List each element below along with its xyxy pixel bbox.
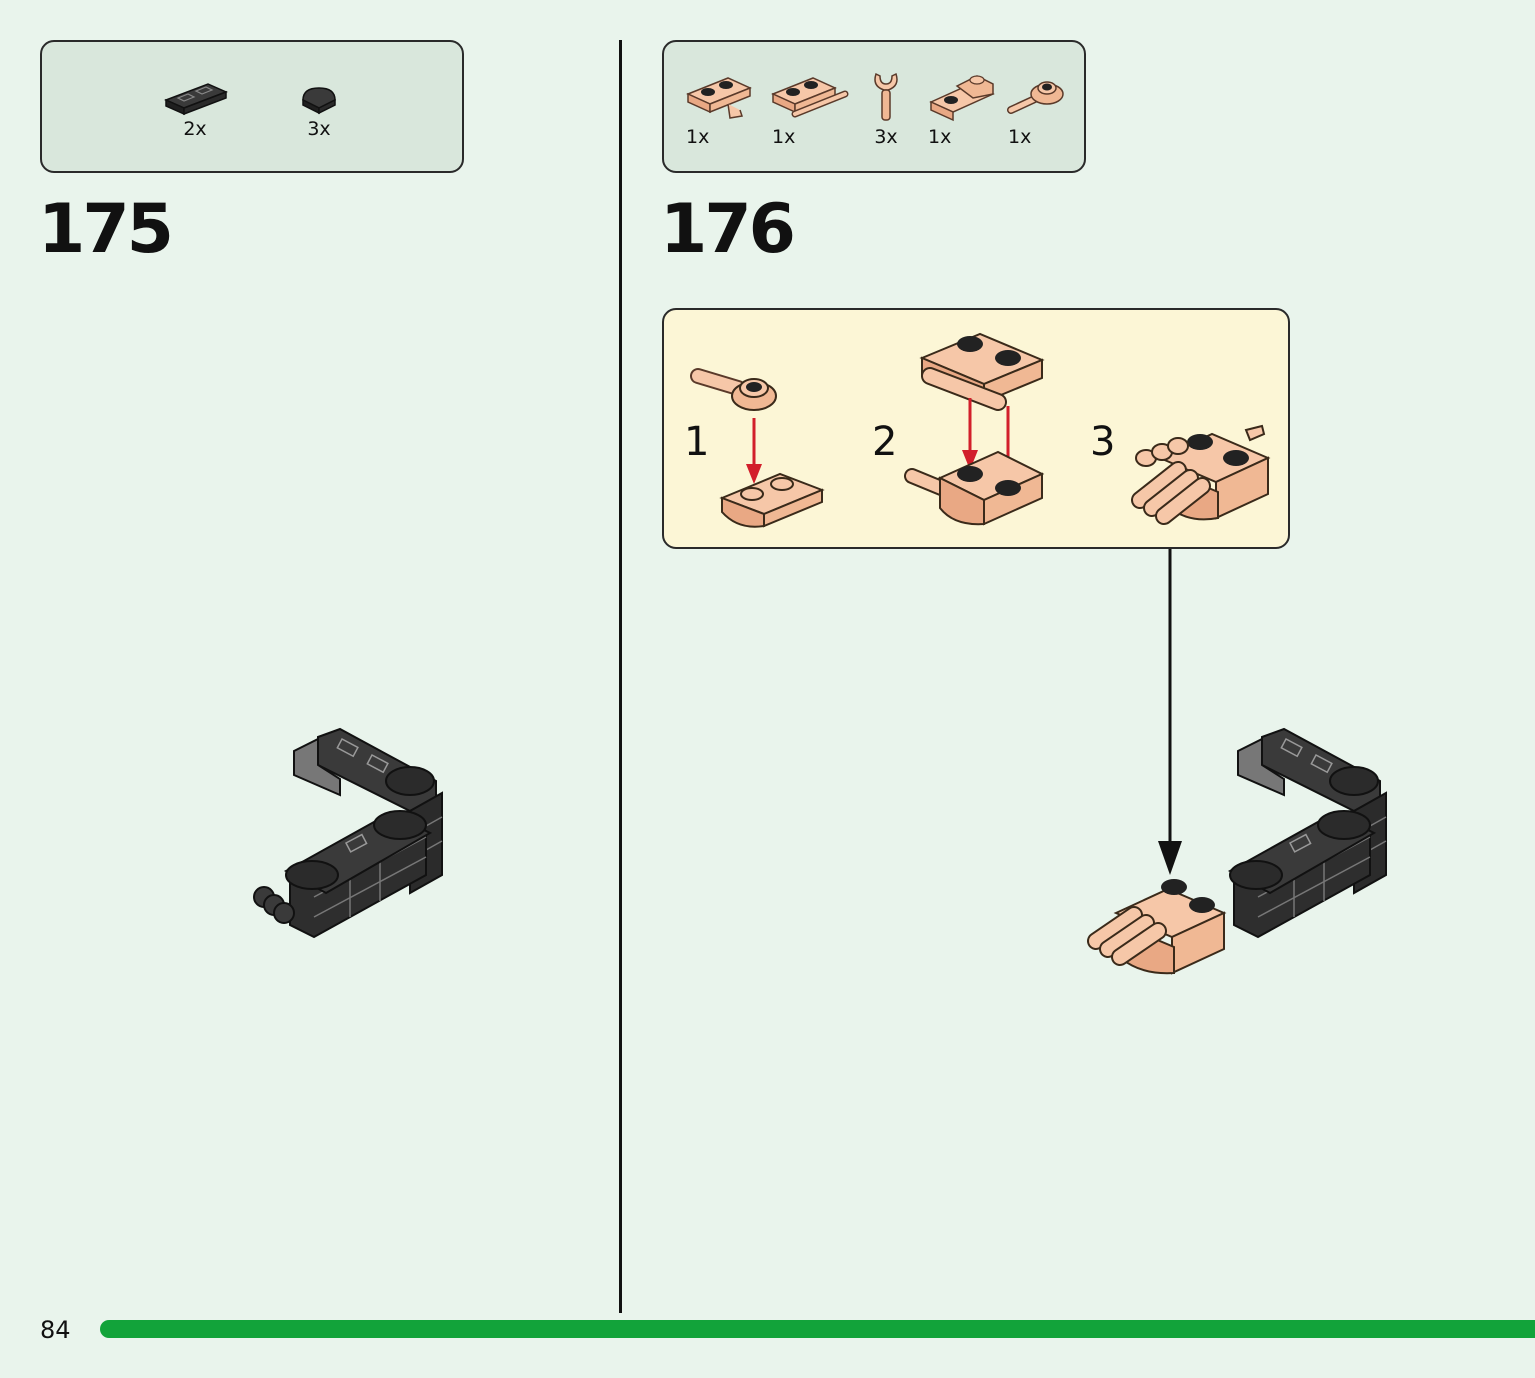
substep-2-illustration [904, 332, 1045, 526]
page-divider [619, 40, 622, 1313]
tan-plate-clip-icon [686, 77, 752, 119]
step-number-176: 176 [660, 190, 796, 269]
part-item: 1x [682, 68, 756, 148]
substep-1-illustration [690, 368, 825, 528]
part-item: 1x [768, 68, 852, 148]
dark-tile-2x1-icon [164, 83, 228, 116]
tan-bar-holder-icon [874, 72, 898, 121]
parts-box-step-175: 2x 3x [40, 40, 464, 173]
part-quantity: 1x [928, 126, 952, 148]
substep-number-3: 3 [1090, 419, 1116, 465]
tan-curved-plate-icon [929, 75, 995, 122]
callout-arrow [1158, 549, 1182, 875]
step-176-assembly-illustration [1087, 727, 1387, 975]
progress-bar [100, 1320, 1535, 1338]
part-quantity: 1x [1008, 126, 1032, 148]
parts-box-step-176: 1x 1x 3x 1x [662, 40, 1086, 173]
part-quantity: 2x [183, 118, 207, 140]
part-quantity: 3x [307, 118, 331, 140]
page-number: 84 [40, 1316, 71, 1344]
part-quantity: 3x [874, 126, 898, 148]
tan-plate-bar-icon [771, 77, 849, 118]
part-quantity: 1x [772, 126, 796, 148]
progress-bar-fill [100, 1320, 1535, 1338]
dark-round-tile-icon [302, 87, 336, 115]
step-number-175: 175 [38, 190, 174, 269]
part-quantity: 1x [686, 126, 710, 148]
part-item: 3x [294, 82, 344, 140]
part-item: 1x [926, 68, 998, 148]
step-175-assembly-illustration [253, 727, 443, 939]
part-item: 1x [1004, 68, 1068, 148]
substep-box: 1 2 3 [662, 308, 1290, 549]
substep-number-1: 1 [684, 419, 710, 465]
substep-3-illustration [1131, 424, 1271, 525]
part-item: 3x [864, 68, 908, 148]
part-item: 2x [160, 76, 230, 140]
substep-number-2: 2 [872, 419, 898, 465]
tan-round-plate-bar-icon [1007, 81, 1064, 114]
